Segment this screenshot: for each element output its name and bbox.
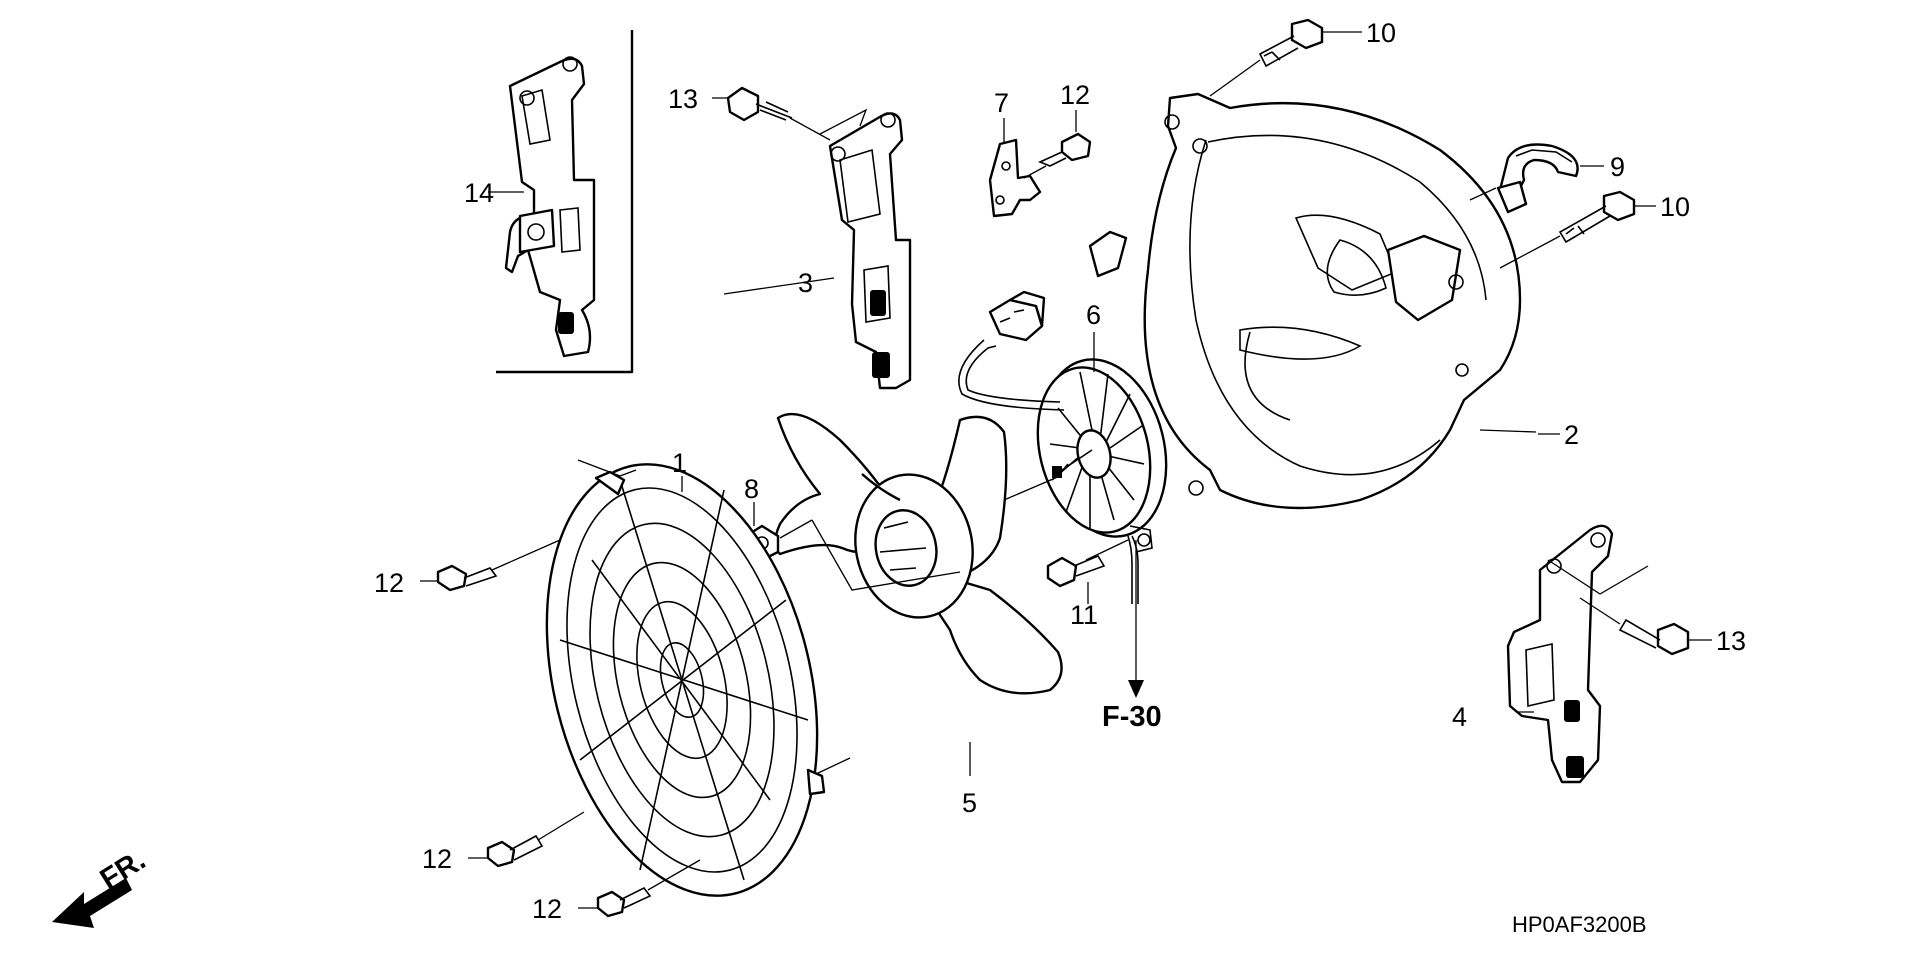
- bracket-part-4: [1506, 524, 1614, 784]
- guard-axis-lines: [577, 459, 851, 775]
- screw-part-11: [1046, 554, 1106, 588]
- bracket-part-14: [504, 56, 596, 358]
- callout-12-left: 12: [374, 568, 404, 598]
- callout-7: 7: [994, 88, 1009, 118]
- callout-12-lower: 12: [422, 844, 452, 874]
- callout-1: 1: [672, 448, 687, 478]
- reference-arrow: [1128, 540, 1144, 698]
- leader-misc: [488, 191, 1560, 435]
- leader-13-upper: [712, 97, 868, 141]
- callout-3: 3: [798, 268, 813, 298]
- leader-7-12: [1003, 110, 1077, 179]
- callout-12-bottom: 12: [532, 894, 562, 924]
- callout-8: 8: [744, 474, 759, 504]
- fan-guard-part-1: [545, 463, 826, 897]
- leader-12-screws: [420, 539, 701, 909]
- bolt-13-lower: [1618, 618, 1690, 656]
- leader-8: [753, 502, 813, 539]
- reference-label: F-30: [1102, 701, 1162, 733]
- clamp-part-9: [1496, 143, 1579, 214]
- callout-5: 5: [962, 788, 977, 818]
- leader-10: [1209, 31, 1656, 269]
- callout-13-upper: 13: [668, 84, 698, 114]
- fan-shroud-part-2: [1088, 92, 1522, 510]
- bracket-part-7: [988, 138, 1042, 218]
- bolt-10-upper: [1258, 18, 1324, 68]
- callout-10-right: 10: [1660, 192, 1690, 222]
- callout-10-upper: 10: [1366, 18, 1396, 48]
- bolt-13-upper: [726, 86, 793, 122]
- fan-axis-lines: [811, 475, 1061, 591]
- leader-9: [1469, 165, 1604, 201]
- leader-11: [1085, 539, 1129, 604]
- screw-12-left: [436, 564, 498, 592]
- inset-frame: [496, 30, 634, 374]
- callout-9: 9: [1610, 152, 1625, 182]
- bolt-10-right: [1558, 190, 1636, 244]
- callout-4: 4: [1452, 702, 1467, 732]
- front-direction-arrow: [52, 878, 132, 928]
- callout-14: 14: [464, 178, 494, 208]
- leader-13-lower: [1516, 559, 1712, 713]
- screw-12-bottom: [596, 886, 652, 918]
- screw-12-small: [1037, 132, 1092, 167]
- fan-blade-part-5: [773, 413, 1063, 695]
- fan-motor-part-6: [1036, 358, 1168, 604]
- screw-12-lower: [486, 834, 544, 868]
- callout-6: 6: [1086, 300, 1101, 330]
- bracket-part-3: [828, 112, 912, 390]
- callout-11: 11: [1070, 600, 1098, 630]
- callout-2: 2: [1564, 420, 1579, 450]
- diagram-code: HP0AF3200B: [1512, 912, 1647, 937]
- callout-13-lower: 13: [1716, 626, 1746, 656]
- wire-connector: [958, 290, 1065, 411]
- callout-12-small: 12: [1060, 80, 1090, 110]
- direction-label: FR.: [95, 844, 152, 896]
